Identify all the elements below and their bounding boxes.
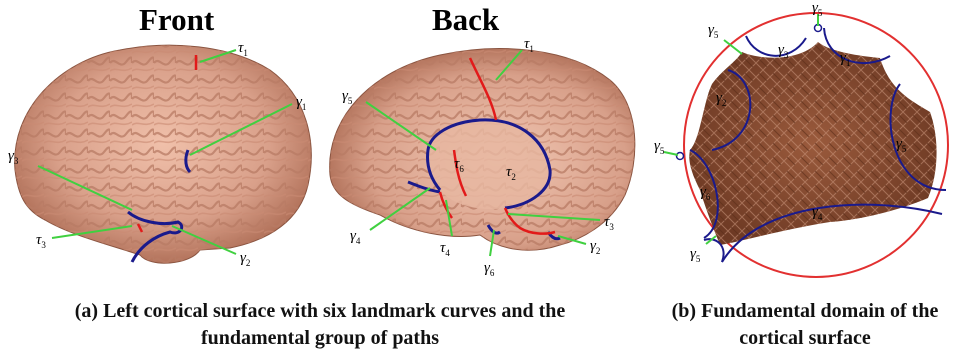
caption-a: (a) Left cortical surface with six landm… — [60, 298, 580, 352]
label-front-tau1: τ1 — [238, 40, 248, 58]
label-front-gamma1: γ1 — [296, 94, 306, 112]
front-brain — [15, 45, 312, 263]
fundamental-domain — [677, 13, 949, 277]
label-back-gamma6: γ6 — [484, 260, 495, 278]
label-domain-gamma5-top-left: γ5 — [708, 22, 719, 40]
label-back-gamma5: γ5 — [342, 88, 353, 106]
label-domain-gamma5-top: γ5 — [812, 0, 823, 18]
caption-b: (b) Fundamental domain of the cortical s… — [655, 298, 955, 352]
label-domain-gamma5-left: γ5 — [654, 138, 665, 156]
label-back-tau4: τ4 — [440, 240, 450, 258]
label-front-gamma2: γ2 — [240, 250, 250, 268]
label-back-tau3: τ3 — [604, 214, 614, 232]
label-domain-gamma3: γ3 — [778, 42, 789, 60]
label-back-gamma4: γ4 — [350, 228, 361, 246]
label-domain-gamma1: γ1 — [840, 50, 850, 68]
label-back-gamma2: γ2 — [590, 238, 600, 256]
label-back-tau1: τ1 — [524, 36, 534, 54]
label-domain-gamma5-bottom: γ5 — [690, 246, 701, 264]
label-front-tau3: τ3 — [36, 232, 46, 250]
